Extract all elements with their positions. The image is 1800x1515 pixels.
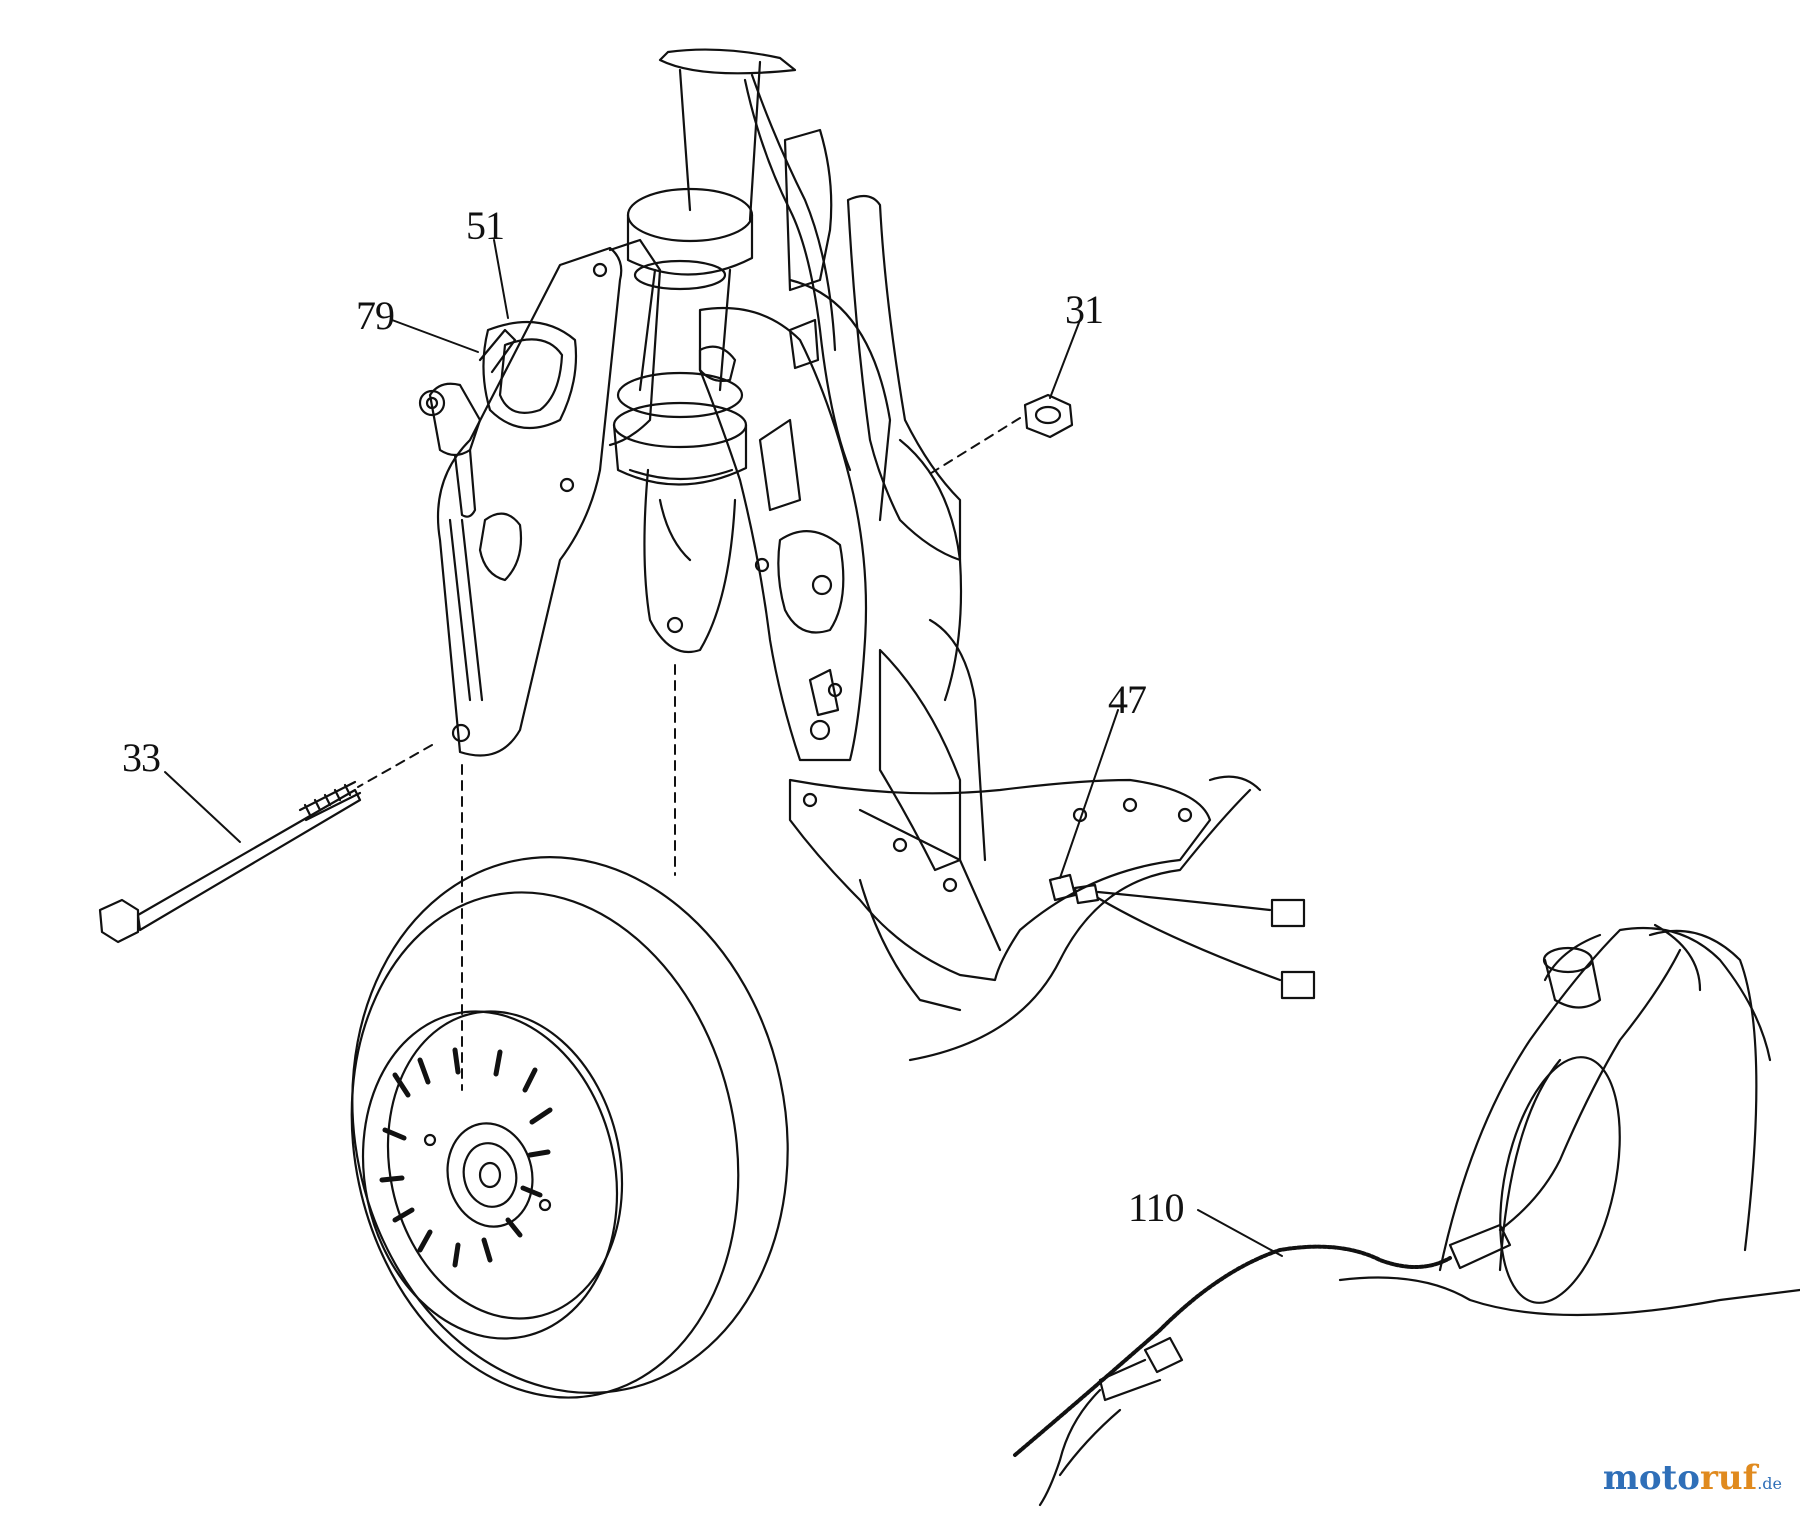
fork-assembly xyxy=(436,48,1316,1062)
wheel xyxy=(350,856,789,1399)
callout-31: 31 xyxy=(1065,287,1104,332)
tank-body xyxy=(1013,923,1800,1507)
callout-51: 51 xyxy=(466,203,505,248)
bolt-33 xyxy=(98,780,362,944)
hex-nut-31 xyxy=(1023,393,1074,439)
watermark-part-2: ruf xyxy=(1699,1458,1758,1498)
callout-47: 47 xyxy=(1108,677,1147,722)
lever-assembly xyxy=(418,328,517,518)
watermark-part-3: .de xyxy=(1757,1474,1782,1493)
callout-leaders xyxy=(164,239,1283,1257)
callout-79: 79 xyxy=(356,293,395,338)
watermark-logo: motoruf.de xyxy=(1603,1458,1782,1498)
callout-33: 33 xyxy=(122,735,161,780)
watermark-part-1: moto xyxy=(1602,1458,1700,1498)
callout-110: 110 xyxy=(1128,1185,1185,1230)
assembly-guide-lines xyxy=(357,417,1021,1091)
